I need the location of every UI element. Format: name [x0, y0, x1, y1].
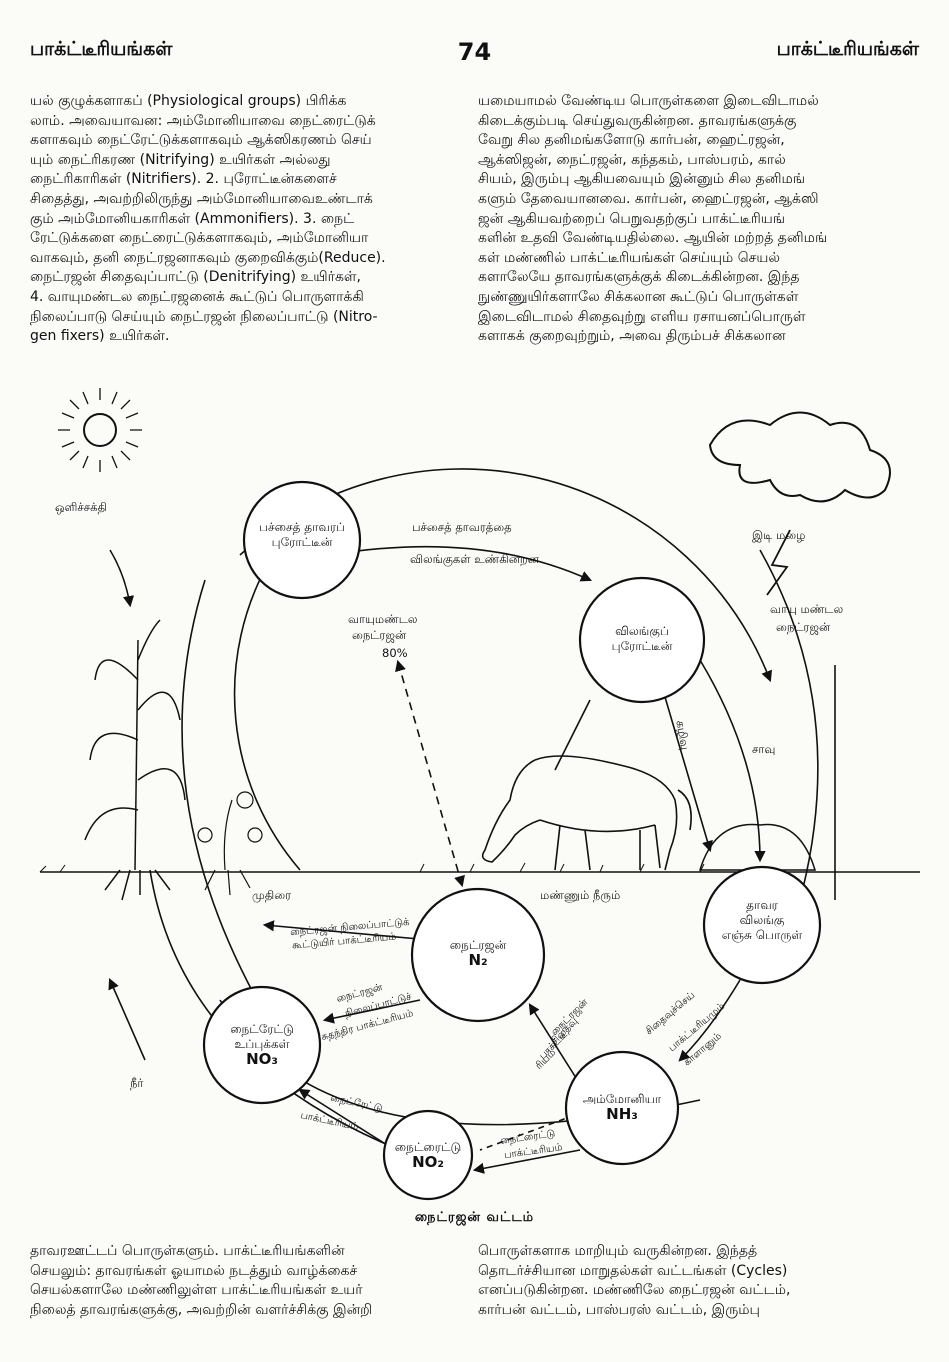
- text-line: gen fixers) உயிர்கள்.: [30, 327, 468, 347]
- text-line: களாகக் குறைவுற்றும், அவை திரும்பச் சிக்க…: [478, 327, 918, 347]
- green-plant-protein-line-1: பச்சைத் தாவரப்: [244, 520, 360, 535]
- maize-plant-icon: [85, 620, 185, 900]
- green-plant-protein-text: பச்சைத் தாவரப் புரோட்டீன்: [244, 520, 360, 550]
- ammonia-node-text: அம்மோனியா NH₃: [566, 1092, 678, 1122]
- top-right-column: யமையாமல் வேண்டிய பொருள்களை இடைவிடாமல் கி…: [478, 92, 918, 347]
- text-line: வேறு சில தனிமங்களோடு கார்பன், ஹைட்ரஜன்,: [478, 131, 918, 151]
- text-line: ஆக்ஸிஜன், நைட்ரஜன், கந்தகம், பாஸ்பரம், க…: [478, 151, 918, 171]
- text-line: வாகவும், தனி நைட்ரஜனாகவும் குறைவிக்கும்(…: [30, 249, 468, 269]
- bottom-right-column: பொருள்களாக மாறியும் வருகின்றன. இந்தத் தொ…: [478, 1242, 918, 1320]
- residue-line-2: விலங்கு: [706, 913, 818, 928]
- text-line: களாலேயே தாவரங்களுக்குக் கிடைக்கின்றன. இந…: [478, 268, 918, 288]
- label-soil-water: மண்ணும் நீரும்: [540, 888, 620, 902]
- text-line: எனப்படுகின்றன. மண்ணிலே நைட்ரஜன் வட்டம்,: [478, 1281, 918, 1301]
- nitrate-node-text: நைட்ரேட்டு உப்புக்கள் NO₃: [206, 1022, 318, 1067]
- nitrite-chem: NO₂: [384, 1155, 472, 1170]
- label-water: நீர்: [130, 1076, 143, 1090]
- label-atm-percent: 80%: [382, 646, 408, 660]
- cow-icon: [483, 756, 691, 870]
- top-left-column: யல் குழுக்களாகப் (Physiological groups) …: [30, 92, 468, 347]
- text-line: ஜன் ஆகியவற்றைப் பெறுவதற்குப் பாக்ட்டீரிய…: [478, 210, 918, 230]
- nitrate-line-1: நைட்ரேட்டு: [206, 1022, 318, 1037]
- text-line: தாவரஊட்டப் பொருள்களும். பாக்ட்டீரியங்களி…: [30, 1242, 470, 1262]
- text-line: சியம், இரும்பு ஆகியவையும் இன்னும் சில தன…: [478, 170, 918, 190]
- animal-protein-line-1: விலங்குப்: [582, 624, 702, 639]
- text-line: கிடைக்கும்படி செய்துவருகின்றன. தாவரங்களு…: [478, 112, 918, 132]
- clover-plant-icon: [198, 792, 262, 895]
- label-atm-nitrogen-right-2: நைட்ரஜன்: [776, 620, 830, 634]
- cloud-icon: [710, 413, 890, 502]
- text-line: நிலைப்பாடு செய்யும் நைட்ரஜன் நிலைப்பாட்ட…: [30, 308, 468, 328]
- text-line: கள் மண்ணில் பாக்ட்டீரியங்கள் செய்யும் செ…: [478, 249, 918, 269]
- text-line: நிலைத் தாவரங்களுக்கு, அவற்றின் வளர்ச்சிக…: [30, 1301, 470, 1321]
- label-sunlight: ஒளிச்சக்தி: [55, 500, 107, 514]
- running-header-right: பாக்ட்டீரியங்கள்: [777, 38, 919, 63]
- text-line: செயலும்: தாவரங்கள் ஓயாமல் நடத்தும் வாழ்க…: [30, 1262, 470, 1282]
- text-line: யும் நைட்ரிகரண (Nitrifying) உயிர்கள் அல்…: [30, 151, 468, 171]
- bottom-left-column: தாவரஊட்டப் பொருள்களும். பாக்ட்டீரியங்களி…: [30, 1242, 470, 1320]
- dung-heap-icon: [700, 825, 815, 870]
- text-line: நைட்ரஜன் சிதைவுப்பாட்டு (Denitrifying) உ…: [30, 268, 468, 288]
- text-line: யமையாமல் வேண்டிய பொருள்களை இடைவிடாமல்: [478, 92, 918, 112]
- green-plant-protein-line-2: புரோட்டீன்: [244, 535, 360, 550]
- text-line: களின் உதவி வேண்டியதில்லை. ஆயின் மற்றத் த…: [478, 229, 918, 249]
- label-animals-eat-2: விலங்குகள் உண்கின்றன: [410, 552, 539, 566]
- residue-line-3: எஞ்சு பொருள்: [706, 928, 818, 943]
- label-atm-nitrogen-center-1: வாயுமண்டல: [348, 612, 417, 626]
- animal-protein-line-2: புரோட்டீன்: [582, 639, 702, 654]
- text-line: பொருள்களாக மாறியும் வருகின்றன. இந்தத்: [478, 1242, 918, 1262]
- residue-text: தாவர விலங்கு எஞ்சு பொருள்: [706, 898, 818, 943]
- text-line: இடைவிடாமல் சிதைவுற்று எளிய ரசாயனப்பொருள்: [478, 308, 918, 328]
- label-legume: முதிரை: [252, 888, 291, 902]
- text-line: களும் தேவையானவை. கார்பன், ஹைட்ரஜன், ஆக்ஸ…: [478, 190, 918, 210]
- text-line: கார்பன் வட்டம், பாஸ்பரஸ் வட்டம், இரும்பு: [478, 1301, 918, 1321]
- label-atm-nitrogen-center-2: நைட்ரஜன்: [352, 628, 406, 642]
- label-atm-nitrogen-right-1: வாயு மண்டல: [770, 602, 843, 616]
- inner-cycle-arc: [235, 560, 300, 870]
- text-line: கும் அம்மோனியகாரிகள் (Ammonifiers). 3. ந…: [30, 210, 468, 230]
- residue-line-1: தாவர: [706, 898, 818, 913]
- text-line: தொடர்ச்சியான மாறுதல்கள் வட்டங்கள் (Cycle…: [478, 1262, 918, 1282]
- sun-icon: [58, 388, 142, 472]
- nitrate-chem: NO₃: [206, 1052, 318, 1067]
- nitrogen-node-text: நைட்ரஜன் N₂: [418, 938, 538, 968]
- text-line: 4. வாயுமண்டல நைட்ரஜனைக் கூட்டுப் பொருளாக…: [30, 288, 468, 308]
- text-line: யல் குழுக்களாகப் (Physiological groups) …: [30, 92, 468, 112]
- label-animals-eat-1: பச்சைத் தாவரத்தை: [412, 520, 512, 534]
- text-line: நுண்ணுயிர்களாலே சிக்கலான கூட்டுப் பொருள்…: [478, 288, 918, 308]
- text-line: லாம். அவையாவன: அம்மோனியாவை நைட்ரைட்டுக்: [30, 112, 468, 132]
- nitrogen-cycle-figure: ஒளிச்சக்தி இடி மழை வாயு மண்டல நைட்ரஜன் வ…: [0, 380, 949, 1210]
- animal-protein-text: விலங்குப் புரோட்டீன்: [582, 624, 702, 654]
- label-death: சாவு: [752, 742, 775, 756]
- figure-caption: நைட்ரஜன் வட்டம்: [0, 1210, 949, 1226]
- text-line: செயல்களாலே மண்ணிலுள்ள பாக்ட்டீரியங்கள் உ…: [30, 1281, 470, 1301]
- ammonia-chem: NH₃: [566, 1107, 678, 1122]
- nitrogen-chem: N₂: [418, 953, 538, 968]
- nitrite-node-text: நைட்ரைட்டு NO₂: [384, 1140, 472, 1170]
- text-line: ரேட்டுக்களை நைட்ரைட்டுக்களாகவும், அம்மோன…: [30, 229, 468, 249]
- label-thunder-rain: இடி மழை: [752, 528, 805, 542]
- text-line: சிதைத்து, அவற்றிலிருந்து அம்மோனியாவைஉண்ட…: [30, 190, 468, 210]
- text-line: நைட்ரிகாரிகள் (Nitrifiers). 2. புரோட்டீன…: [30, 170, 468, 190]
- text-line: களாகவும் நைட்ரேட்டுக்களாகவும் ஆக்ஸிகரணம்…: [30, 131, 468, 151]
